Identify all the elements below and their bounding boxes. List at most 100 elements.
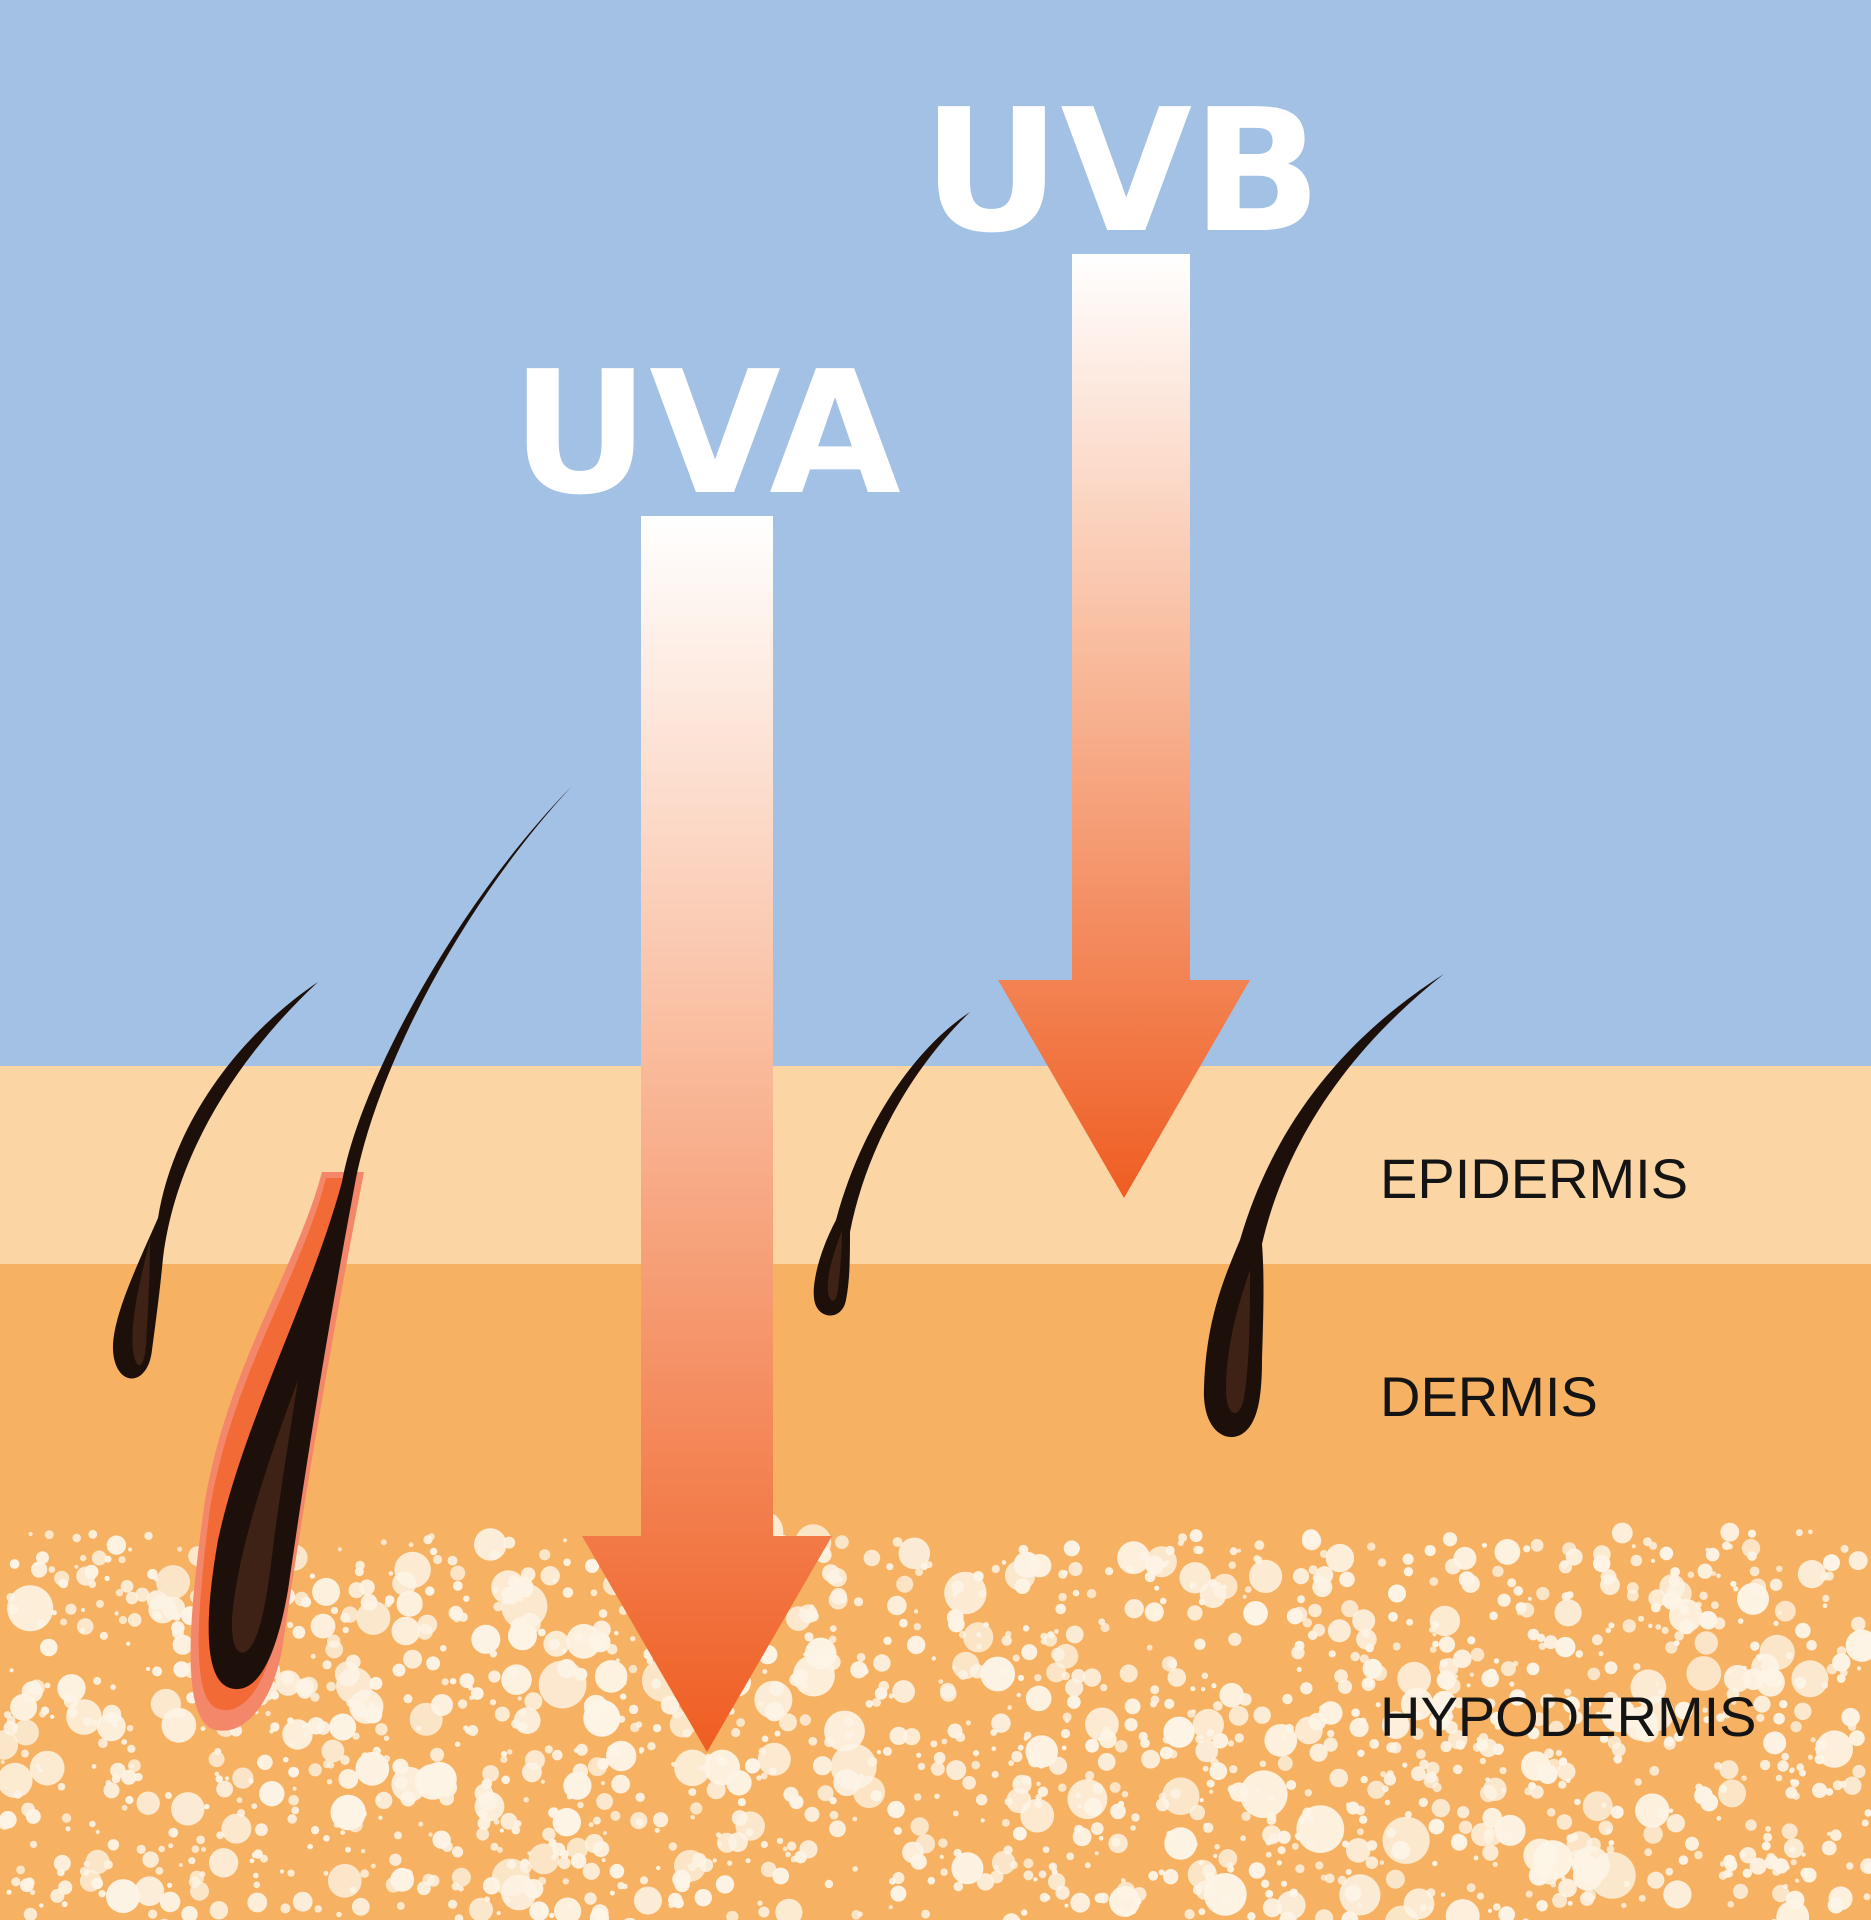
fat-cell-dot bbox=[1194, 1638, 1206, 1650]
fat-cell-dot bbox=[551, 1854, 557, 1860]
fat-cell-dot bbox=[378, 1815, 383, 1821]
fat-cell-dot bbox=[991, 1713, 1011, 1733]
fat-cell-dot bbox=[1500, 1661, 1516, 1677]
fat-cell-dot bbox=[1304, 1789, 1313, 1797]
fat-cell-dot bbox=[1655, 1624, 1662, 1630]
fat-cell-dot bbox=[1337, 1679, 1353, 1694]
fat-cell-dot bbox=[199, 1871, 206, 1878]
fat-cell-dot bbox=[351, 1897, 370, 1916]
fat-cell-dot bbox=[1826, 1663, 1838, 1675]
fat-cell-dot bbox=[1211, 1894, 1217, 1899]
fat-cell-dot bbox=[1665, 1867, 1674, 1876]
fat-cell-dot bbox=[1367, 1542, 1376, 1551]
fat-cell-dot bbox=[1673, 1640, 1680, 1647]
fat-cell-dot bbox=[1853, 1633, 1871, 1658]
fat-cell-dot bbox=[355, 1751, 390, 1786]
fat-cell-dot bbox=[1164, 1827, 1197, 1860]
fat-cell-dot bbox=[1237, 1548, 1241, 1553]
fat-cell-dot bbox=[893, 1826, 903, 1835]
fat-cell-dot bbox=[913, 1623, 921, 1631]
fat-cell-dot bbox=[1607, 1735, 1622, 1750]
fat-cell-dot bbox=[1312, 1623, 1326, 1637]
fat-cell-dot bbox=[1763, 1832, 1773, 1842]
fat-cell-dot bbox=[1404, 1811, 1412, 1818]
fat-cell-dot bbox=[173, 1661, 190, 1678]
fat-cell-dot bbox=[1586, 1701, 1592, 1707]
fat-cell-dot bbox=[845, 1731, 855, 1740]
fat-cell-dot bbox=[688, 1862, 697, 1872]
fat-cell-dot bbox=[799, 1840, 818, 1859]
fat-cell-dot bbox=[84, 1564, 99, 1579]
fat-cell-dot bbox=[97, 1712, 126, 1742]
fat-cell-dot bbox=[1428, 1818, 1445, 1835]
fat-cell-dot bbox=[1593, 1554, 1611, 1573]
fat-cell-dot bbox=[471, 1624, 501, 1654]
fat-cell-dot bbox=[1722, 1541, 1731, 1550]
fat-cell-dot bbox=[147, 1568, 158, 1580]
fat-cell-dot bbox=[1555, 1749, 1563, 1757]
fat-cell-dot bbox=[1554, 1599, 1582, 1627]
fat-cell-dot bbox=[563, 1538, 568, 1543]
fat-cell-dot bbox=[340, 1830, 346, 1835]
fat-cell-dot bbox=[457, 1699, 468, 1709]
uva-arrow bbox=[582, 516, 832, 1752]
fat-cell-dot bbox=[1810, 1737, 1816, 1743]
fat-cell-dot bbox=[1086, 1589, 1097, 1599]
fat-cell-dot bbox=[1124, 1718, 1138, 1732]
fat-cell-dot bbox=[58, 1578, 69, 1589]
fat-cell-dot bbox=[1490, 1711, 1504, 1726]
fat-cell-dot bbox=[1558, 1780, 1567, 1789]
fat-cell-dot bbox=[588, 1822, 594, 1828]
fat-cell-dot bbox=[561, 1648, 567, 1653]
fat-cell-dot bbox=[1436, 1670, 1456, 1690]
fat-cell-dot bbox=[352, 1732, 360, 1740]
fat-cell-dot bbox=[1806, 1640, 1817, 1651]
fat-cell-dot bbox=[499, 1828, 504, 1833]
fat-cell-dot bbox=[1823, 1554, 1840, 1572]
fat-cell-dot bbox=[1472, 1742, 1482, 1752]
fat-cell-dot bbox=[493, 1819, 500, 1825]
fat-cell-dot bbox=[902, 1841, 924, 1864]
fat-cell-dot bbox=[939, 1854, 944, 1859]
fat-cell-dot bbox=[557, 1659, 577, 1679]
fat-cell-dot bbox=[200, 1726, 206, 1731]
fat-cell-dot bbox=[28, 1531, 33, 1537]
fat-cell-dot bbox=[1276, 1860, 1282, 1866]
fat-cell-dot bbox=[1458, 1571, 1475, 1588]
fat-cell-dot bbox=[1587, 1667, 1601, 1681]
fat-cell-dot bbox=[1120, 1878, 1126, 1883]
fat-cell-dot bbox=[60, 1618, 68, 1626]
fat-cell-dot bbox=[1509, 1689, 1526, 1706]
fat-cell-dot bbox=[1621, 1902, 1627, 1909]
fat-cell-dot bbox=[1719, 1784, 1728, 1794]
fat-cell-dot bbox=[1014, 1578, 1031, 1594]
fat-cell-dot bbox=[1557, 1762, 1576, 1781]
fat-cell-dot bbox=[1752, 1859, 1759, 1866]
fat-cell-dot bbox=[1240, 1770, 1288, 1818]
fat-cell-dot bbox=[83, 1861, 90, 1867]
fat-cell-dot bbox=[1037, 1786, 1049, 1797]
fat-cell-dot bbox=[208, 1751, 225, 1768]
fat-cell-dot bbox=[976, 1632, 982, 1638]
fat-cell-dot bbox=[72, 1533, 81, 1543]
fat-cell-dot bbox=[762, 1669, 768, 1675]
fat-cell-dot bbox=[1473, 1855, 1479, 1861]
fat-cell-dot bbox=[540, 1566, 560, 1586]
fat-cell-dot bbox=[1659, 1546, 1674, 1561]
fat-cell-dot bbox=[95, 1829, 100, 1835]
fat-cell-dot bbox=[1466, 1883, 1476, 1893]
fat-cell-dot bbox=[856, 1652, 866, 1662]
fat-cell-dot bbox=[1301, 1531, 1322, 1551]
fat-cell-dot bbox=[1077, 1804, 1082, 1809]
fat-cell-dot bbox=[1141, 1749, 1160, 1769]
fat-cell-dot bbox=[1749, 1857, 1767, 1875]
fat-cell-dot bbox=[1327, 1729, 1335, 1738]
fat-cell-dot bbox=[524, 1692, 543, 1711]
fat-cell-dot bbox=[1599, 1734, 1609, 1743]
fat-cell-dot bbox=[1608, 1840, 1615, 1846]
fat-cell-dot bbox=[1741, 1775, 1747, 1781]
fat-cell-dot bbox=[10, 1693, 38, 1721]
fat-cell-dot bbox=[1562, 1542, 1577, 1557]
fat-cell-dot bbox=[51, 1610, 57, 1616]
fat-cell-dot bbox=[1164, 1698, 1175, 1709]
